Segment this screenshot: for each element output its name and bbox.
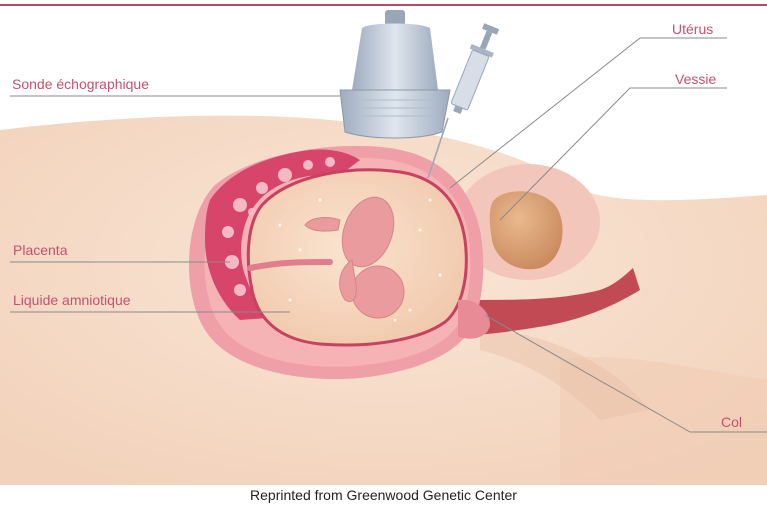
label-fluid: Liquide amniotique xyxy=(13,292,131,308)
label-uterus: Utérus xyxy=(672,21,713,37)
label-cervix: Col xyxy=(721,414,742,430)
syringe xyxy=(446,22,503,117)
label-placenta: Placenta xyxy=(13,242,67,258)
ultrasound-probe xyxy=(340,10,450,138)
label-bladder: Vessie xyxy=(675,71,716,87)
credit-line: Reprinted from Greenwood Genetic Center xyxy=(0,487,767,503)
label-probe: Sonde échographique xyxy=(12,76,149,92)
